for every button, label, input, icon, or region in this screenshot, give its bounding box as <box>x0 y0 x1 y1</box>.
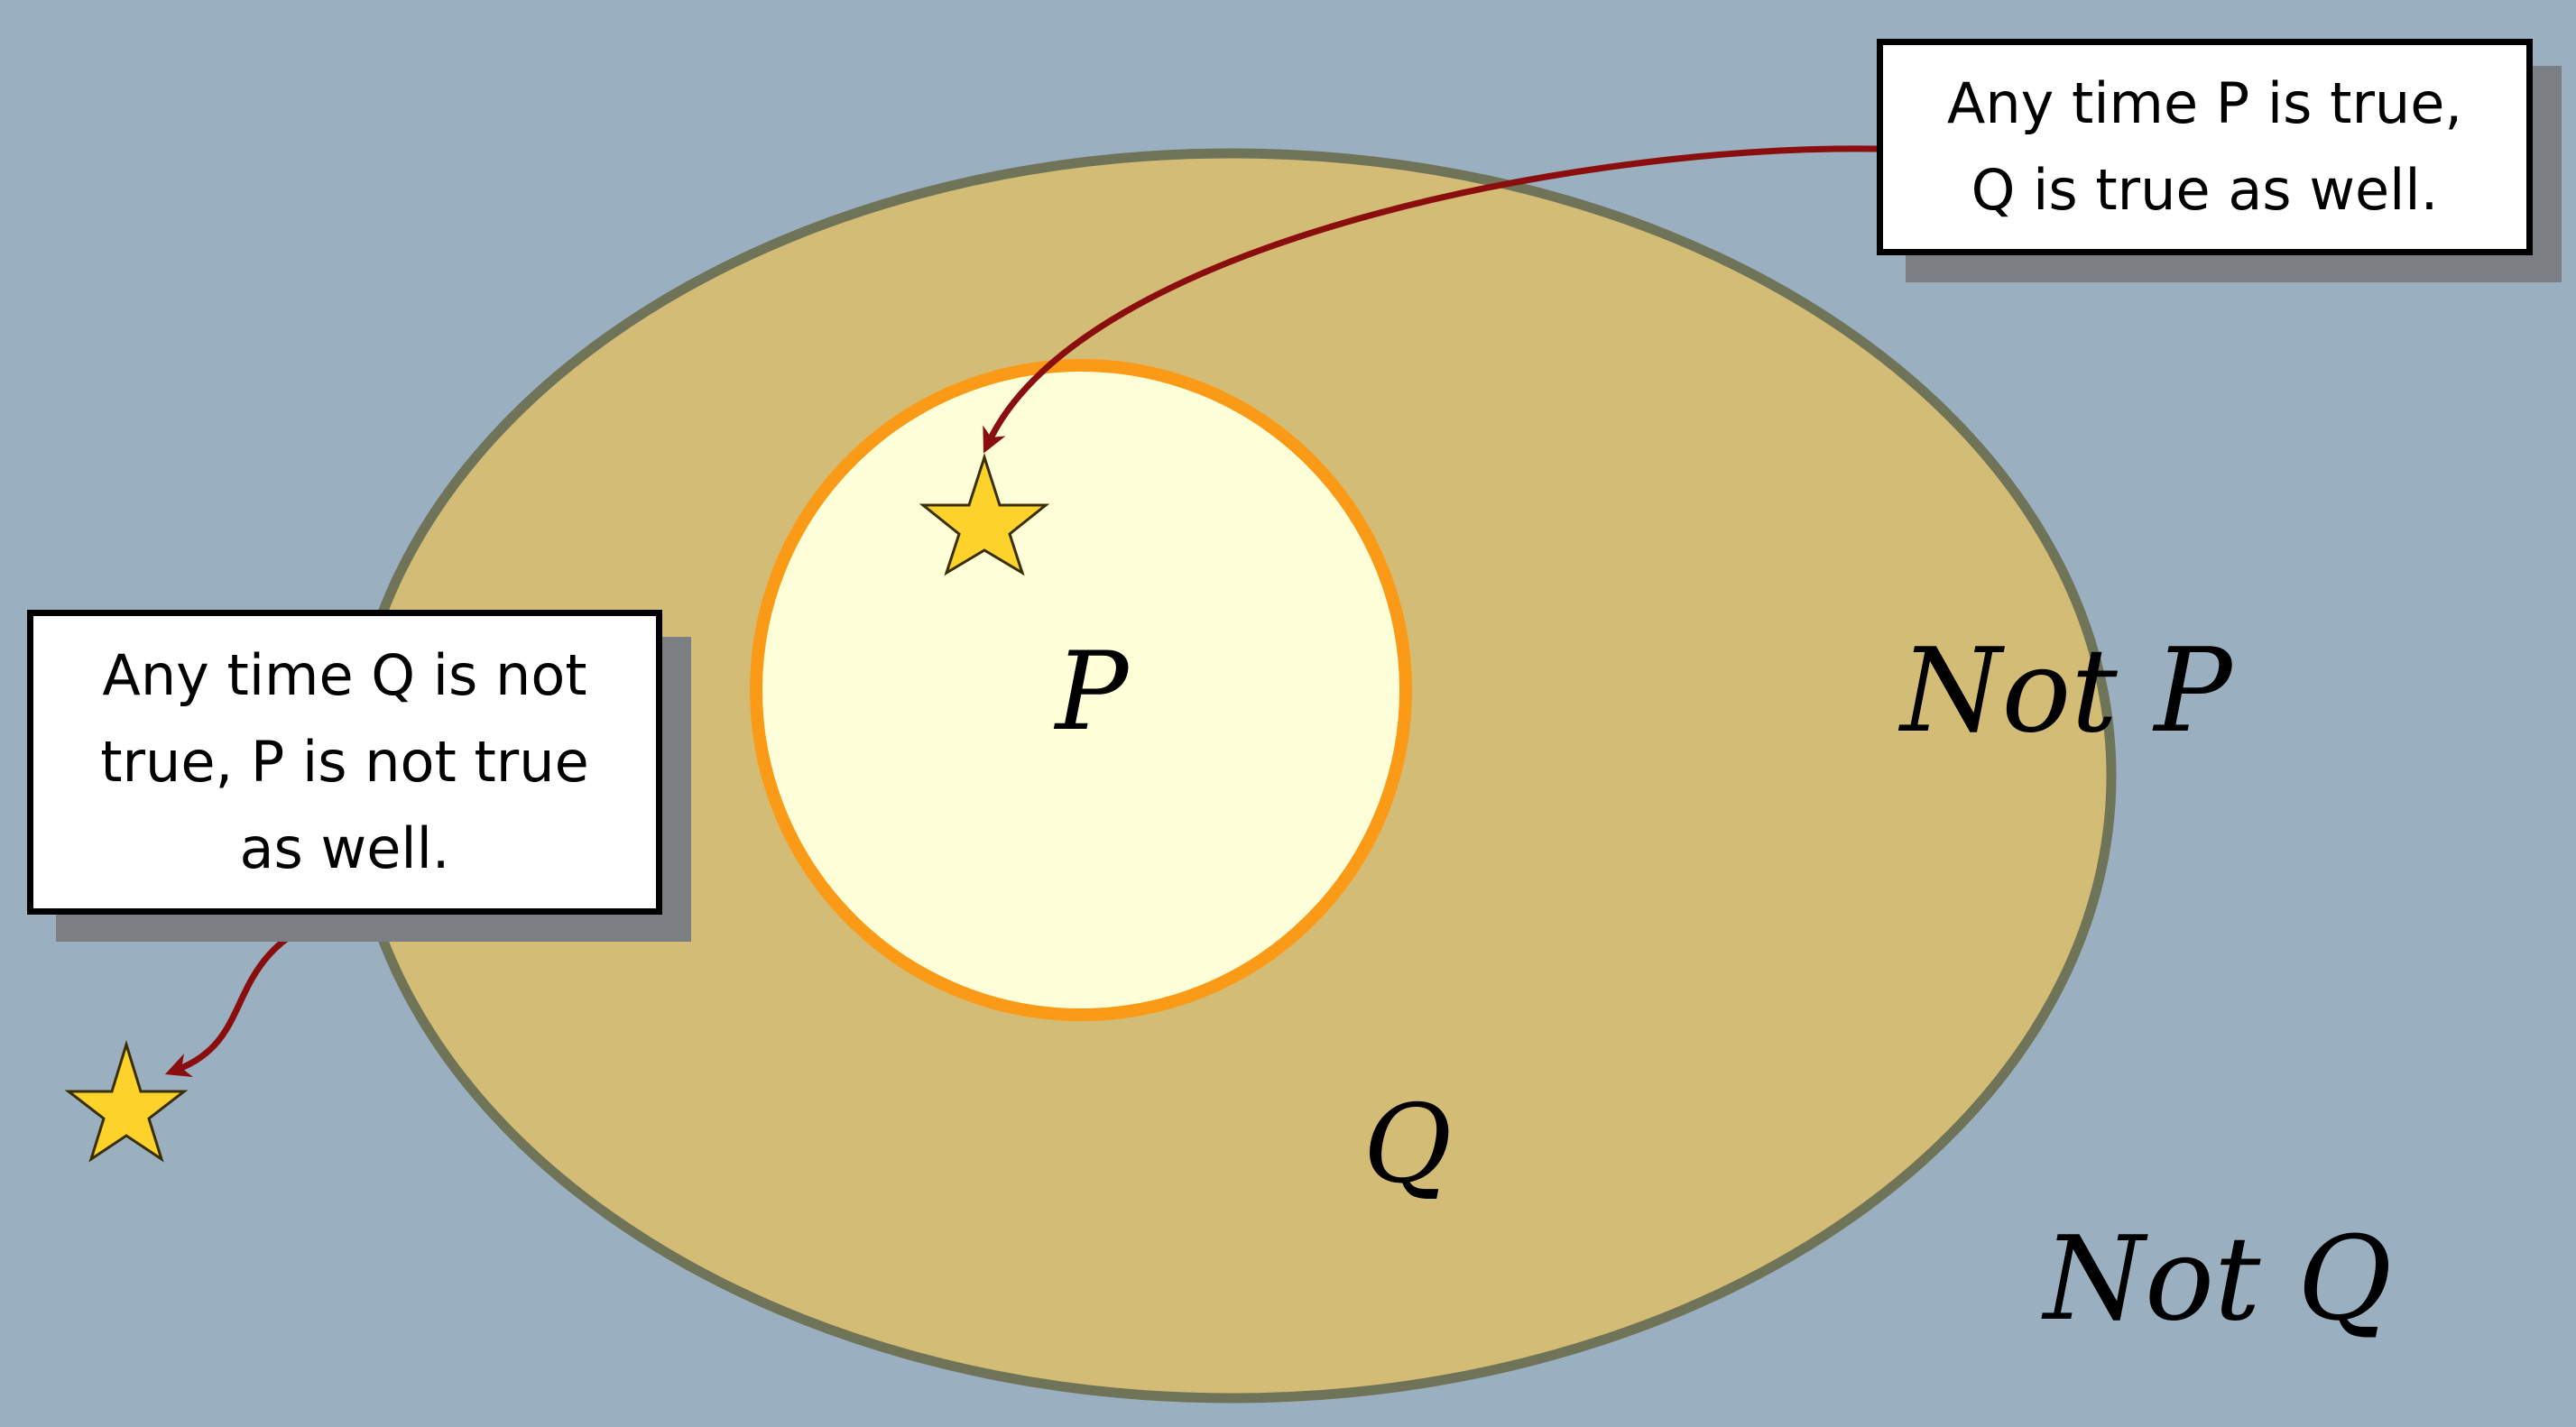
star-icon-inside-p <box>919 453 1050 576</box>
not-p-label: Not P <box>1897 624 2233 759</box>
star-icon-outside-q <box>64 1039 189 1163</box>
callout-not-q-implies-not-p-text: Any time Q is not true, P is not true as… <box>100 642 589 881</box>
callout-p-implies-q: Any time P is true, Q is true as well. <box>1877 39 2533 255</box>
not-q-label: Not Q <box>2041 1212 2392 1347</box>
arrow-callout-q-to-star <box>164 909 337 1078</box>
p-set-circle <box>750 359 1412 1021</box>
q-set-label: Q <box>1363 1082 1452 1208</box>
callout-p-implies-q-text: Any time P is true, Q is true as well. <box>1946 70 2463 223</box>
p-set-label: P <box>1054 630 1131 755</box>
callout-not-q-implies-not-p: Any time Q is not true, P is not true as… <box>27 610 662 915</box>
arrow-callout-p-to-star <box>983 145 1878 454</box>
